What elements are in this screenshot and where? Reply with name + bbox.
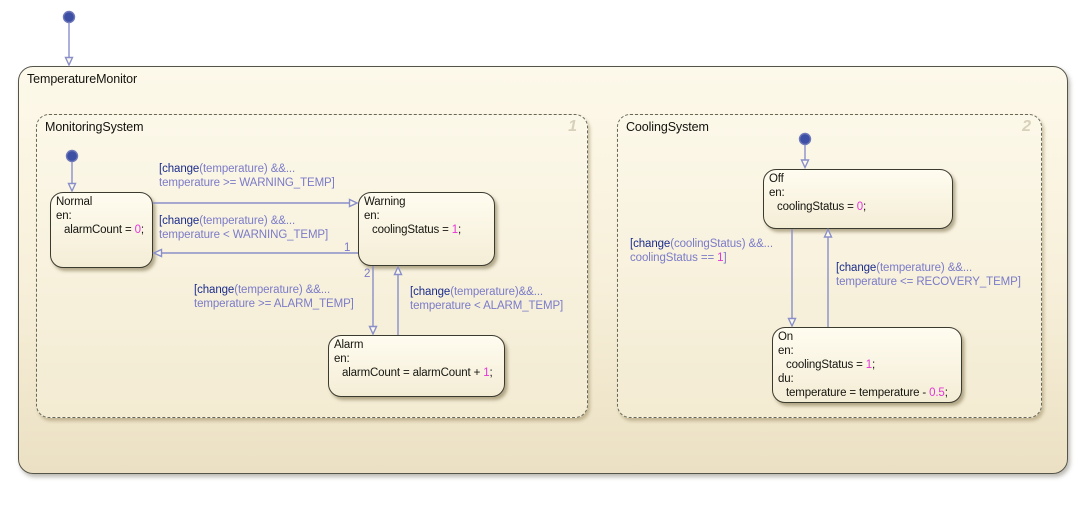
- transition-label-off-to-on[interactable]: [change(coolingStatus) &&... coolingStat…: [630, 238, 773, 264]
- transition-priority-warning-to-normal: 1: [344, 242, 351, 254]
- state-title: Alarm: [334, 339, 364, 351]
- state-entry-action: alarmCount = alarmCount + 1;: [342, 367, 493, 379]
- chart-title: TemperatureMonitor: [27, 72, 138, 86]
- state-alarm[interactable]: Alarm en: alarmCount = alarmCount + 1;: [328, 335, 505, 397]
- state-during-action: temperature = temperature - 0.5;: [786, 387, 948, 399]
- state-entry-keyword: en:: [334, 353, 350, 365]
- state-entry-action: coolingStatus = 1;: [372, 224, 462, 236]
- initial-dot-root[interactable]: [62, 10, 76, 24]
- transition-label-warning-to-alarm[interactable]: [change(temperature) &&... temperature >…: [194, 284, 354, 310]
- transition-label-alarm-to-warning[interactable]: [change(temperature)&&... temperature < …: [410, 286, 564, 312]
- state-entry-keyword: en:: [364, 210, 380, 222]
- region-title: MonitoringSystem: [45, 120, 144, 134]
- state-entry-keyword: en:: [778, 345, 794, 357]
- state-title: Normal: [56, 196, 93, 208]
- state-entry-action: alarmCount = 0;: [64, 224, 144, 236]
- region-title: CoolingSystem: [626, 120, 709, 134]
- state-on[interactable]: On en: coolingStatus = 1; du: temperatur…: [772, 327, 962, 403]
- transition-label-warning-to-normal[interactable]: [change(temperature) &&... temperature <…: [159, 215, 329, 241]
- state-title: Off: [769, 173, 784, 185]
- transition-priority-warning-to-alarm: 2: [364, 268, 371, 280]
- state-title: On: [778, 331, 794, 343]
- state-warning[interactable]: Warning en: coolingStatus = 1;: [358, 192, 495, 266]
- state-entry-keyword: en:: [769, 187, 785, 199]
- state-title: Warning: [364, 196, 406, 208]
- transition-label-on-to-off[interactable]: [change(temperature) &&... temperature <…: [836, 262, 1021, 288]
- state-during-keyword: du:: [778, 373, 794, 385]
- state-off[interactable]: Off en: coolingStatus = 0;: [763, 169, 953, 229]
- state-entry-action: coolingStatus = 0;: [777, 201, 867, 213]
- state-entry-action: coolingStatus = 1;: [786, 359, 876, 371]
- state-normal[interactable]: Normal en: alarmCount = 0;: [50, 192, 153, 268]
- region-priority-badge: 2: [1022, 118, 1031, 135]
- state-entry-keyword: en:: [56, 210, 72, 222]
- arrowhead-down-icon: [64, 56, 74, 67]
- region-priority-badge: 1: [568, 118, 577, 135]
- transition-label-normal-to-warning[interactable]: [change(temperature) &&... temperature >…: [159, 163, 335, 189]
